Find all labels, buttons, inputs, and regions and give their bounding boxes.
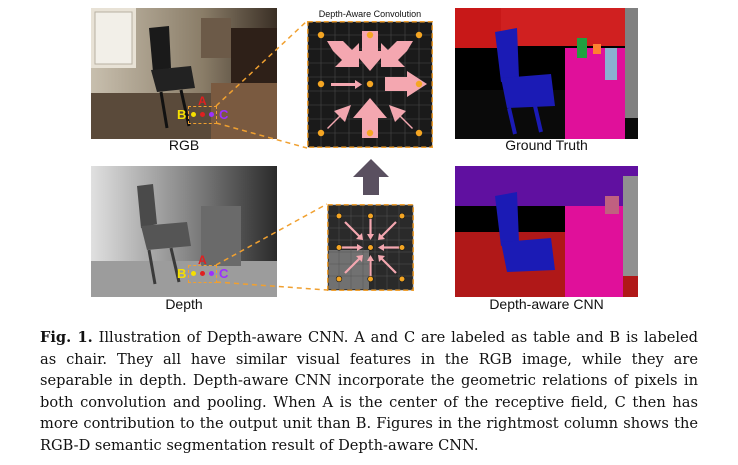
rgb-point-a [200,112,205,117]
caption-text: Illustration of Depth-aware CNN. A and C… [40,329,698,454]
rgb-point-c [209,112,214,117]
figure-1: A B C A B C Depth-Aware Convolution [91,8,638,312]
depth-point-a [200,271,205,276]
ground-truth-image [455,8,638,139]
rgb-label-b: B [177,107,187,122]
depth-highlight-box [188,265,217,283]
depth-aware-cnn-image [455,166,638,297]
rgb-label-a: A [198,94,207,108]
depth-point-b [191,271,196,276]
figure-caption: Fig. 1. Illustration of Depth-aware CNN.… [40,327,698,457]
rgb-label-c: C [219,107,229,122]
conv-title: Depth-Aware Convolution [318,9,422,19]
up-arrow [353,159,389,195]
ground-truth-label: Ground Truth [505,137,588,153]
standard-conv-grid [327,204,414,291]
caption-label: Fig. 1. [40,329,93,346]
depth-aware-conv-grid [307,21,433,148]
rgb-point-b [191,112,196,117]
depth-aware-cnn-label: Depth-aware CNN [489,296,604,312]
depth-label-c: C [219,266,229,281]
rgb-label: RGB [168,137,200,153]
depth-label: Depth [165,296,203,312]
depth-point-c [209,271,214,276]
rgb-highlight-box [188,106,217,124]
depth-label-b: B [177,266,187,281]
depth-label-a: A [198,253,207,267]
